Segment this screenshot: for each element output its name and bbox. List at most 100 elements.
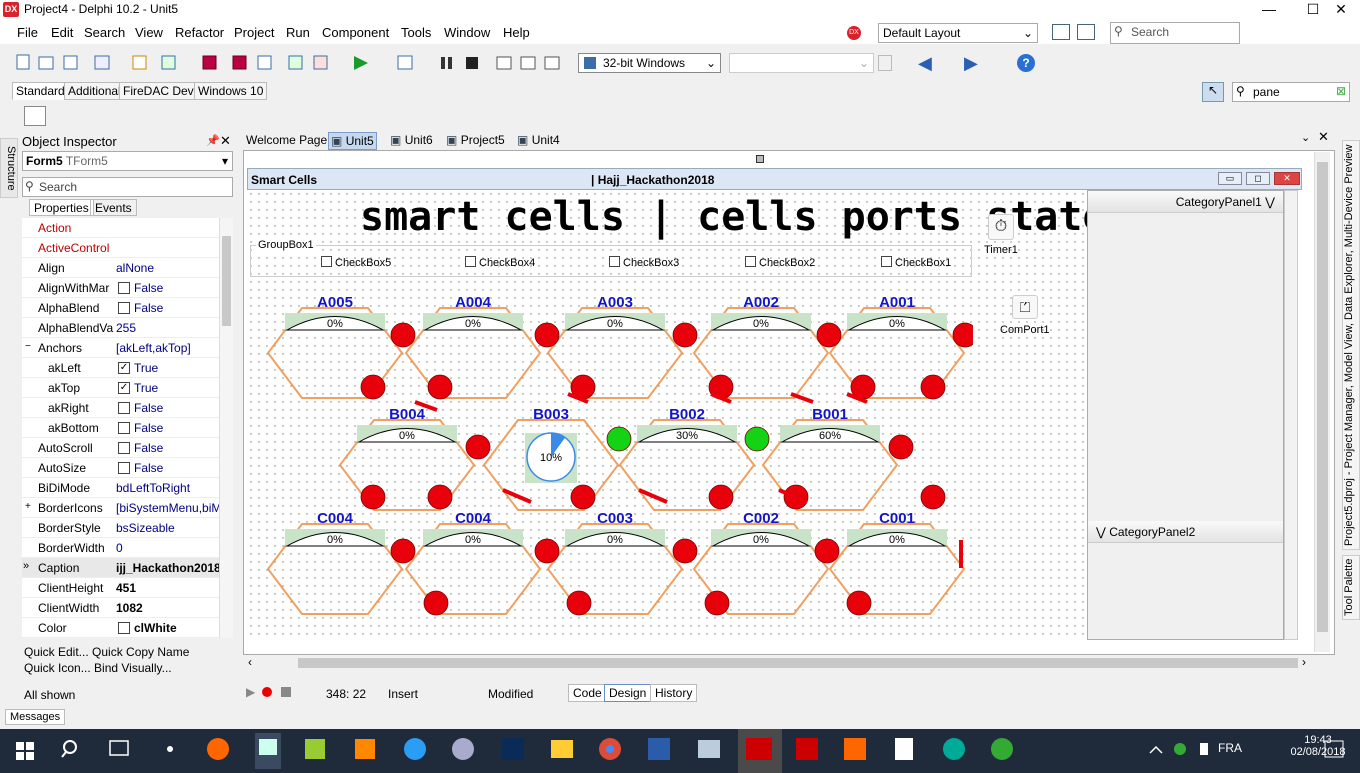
menu-search[interactable]: Search xyxy=(84,25,126,40)
hex-cell[interactable] xyxy=(404,307,542,399)
property-value[interactable]: False xyxy=(134,281,164,295)
help-icon[interactable]: ? xyxy=(1017,54,1035,72)
oi-scrollbar[interactable] xyxy=(219,218,233,638)
menu-project[interactable]: Project xyxy=(234,25,275,40)
category-scrollbar[interactable] xyxy=(1284,190,1298,640)
property-checkbox[interactable] xyxy=(118,302,130,314)
palette-search-input[interactable]: ⚲pane⊠ xyxy=(1232,82,1350,102)
app-lambda-icon[interactable] xyxy=(207,738,229,760)
scroll-right-icon[interactable]: › xyxy=(1302,655,1306,669)
close-icon[interactable]: ✕ xyxy=(220,133,231,148)
menu-refactor[interactable]: Refactor xyxy=(175,25,225,40)
hex-cell[interactable] xyxy=(692,523,830,615)
task-view-icon[interactable] xyxy=(109,740,129,756)
property-checkbox[interactable]: ✓ xyxy=(118,362,130,374)
hex-cell[interactable] xyxy=(618,419,756,511)
calculator-icon[interactable] xyxy=(895,738,913,760)
expand-icon[interactable]: + xyxy=(25,501,31,512)
save-layout-icon[interactable] xyxy=(1052,24,1070,40)
property-value[interactable]: True xyxy=(134,381,159,395)
clear-icon[interactable]: ⊠ xyxy=(1335,84,1346,98)
form-client-area[interactable] xyxy=(247,190,1087,640)
pin-icon[interactable]: 📌 xyxy=(206,135,220,147)
tab-list-chevron-icon[interactable]: ⌄ xyxy=(1301,132,1311,144)
excel-icon[interactable] xyxy=(305,739,325,759)
chrome-icon[interactable] xyxy=(599,738,621,760)
open-project-icon[interactable] xyxy=(63,55,78,70)
network-tray-icon[interactable] xyxy=(1174,743,1186,755)
property-value[interactable]: clWhite xyxy=(134,621,177,635)
property-checkbox[interactable] xyxy=(118,442,130,454)
checkbox2[interactable]: CheckBox2 xyxy=(745,256,815,269)
config-combo[interactable]: ⌄ xyxy=(729,53,874,73)
tab-events[interactable]: Events xyxy=(90,199,137,216)
category-panel2-header[interactable]: ⋁ CategoryPanel2 xyxy=(1088,521,1283,543)
menu-component[interactable]: Component xyxy=(322,25,390,40)
hex-cell[interactable] xyxy=(482,419,620,511)
close-tab-icon[interactable]: ✕ xyxy=(1318,129,1329,144)
save-all-icon[interactable] xyxy=(232,55,247,70)
tab-project5[interactable]: ▣ Project5 xyxy=(444,132,507,148)
expand-icon[interactable]: − xyxy=(25,341,31,352)
property-row[interactable]: +BorderIcons[biSystemMenu,biM xyxy=(22,498,219,518)
scroll-thumb[interactable] xyxy=(298,658,1298,668)
tab-unit6[interactable]: ▣ Unit6 xyxy=(388,132,435,148)
tab-welcome-page[interactable]: Welcome Page xyxy=(246,133,328,147)
ide-search-input[interactable]: ⚲Search xyxy=(1110,22,1240,44)
property-row[interactable]: akLeft✓True xyxy=(22,358,219,378)
trace-into-icon[interactable] xyxy=(520,56,536,70)
property-checkbox[interactable] xyxy=(118,282,130,294)
messages-tab[interactable]: Messages xyxy=(5,709,66,725)
hex-cell[interactable] xyxy=(761,419,899,511)
tab-properties[interactable]: Properties xyxy=(29,199,94,216)
paint-icon[interactable] xyxy=(452,738,474,760)
dx-icon[interactable]: DX xyxy=(847,26,861,40)
property-value[interactable]: 0 xyxy=(116,541,123,555)
stop-icon[interactable] xyxy=(466,57,478,69)
tool-palette-tab[interactable]: Tool Palette xyxy=(1342,555,1360,620)
tray-chevron-icon[interactable] xyxy=(1149,745,1163,754)
property-row[interactable]: akTop✓True xyxy=(22,378,219,398)
property-value[interactable]: [biSystemMenu,biM xyxy=(116,501,219,515)
add-to-project-icon[interactable] xyxy=(288,55,303,70)
forward-arrow-icon[interactable]: ▶ xyxy=(964,53,978,73)
save-icon[interactable] xyxy=(202,55,217,70)
back-arrow-icon[interactable]: ◀ xyxy=(918,53,932,73)
hex-cell[interactable] xyxy=(828,523,966,615)
menu-view[interactable]: View xyxy=(135,25,163,40)
palette-tab-additional[interactable]: Additional xyxy=(64,82,125,100)
checkbox1[interactable]: CheckBox1 xyxy=(881,256,951,269)
play-macro-icon[interactable]: ▶ xyxy=(246,685,256,699)
refresh-icon[interactable] xyxy=(878,55,892,71)
pause-icon[interactable] xyxy=(441,57,452,69)
new-items-icon[interactable] xyxy=(132,55,147,70)
property-value[interactable]: False xyxy=(134,421,164,435)
tab-unit5[interactable]: ▣ Unit5 xyxy=(328,132,377,150)
reopen-icon[interactable] xyxy=(161,55,176,70)
property-row[interactable]: ActiveControl xyxy=(22,238,219,258)
hex-cell[interactable] xyxy=(546,523,684,615)
checkbox4[interactable]: CheckBox4 xyxy=(465,256,535,269)
arduino-icon[interactable] xyxy=(943,738,965,760)
tab-history[interactable]: History xyxy=(650,684,698,702)
panel-component-icon[interactable] xyxy=(24,106,46,126)
menu-window[interactable]: Window xyxy=(444,25,491,40)
checkbox5[interactable]: CheckBox5 xyxy=(321,256,391,269)
resize-handle[interactable] xyxy=(756,155,764,163)
scroll-thumb[interactable] xyxy=(1317,162,1328,632)
hex-cell[interactable] xyxy=(338,419,476,511)
start-button-icon[interactable] xyxy=(16,742,34,760)
